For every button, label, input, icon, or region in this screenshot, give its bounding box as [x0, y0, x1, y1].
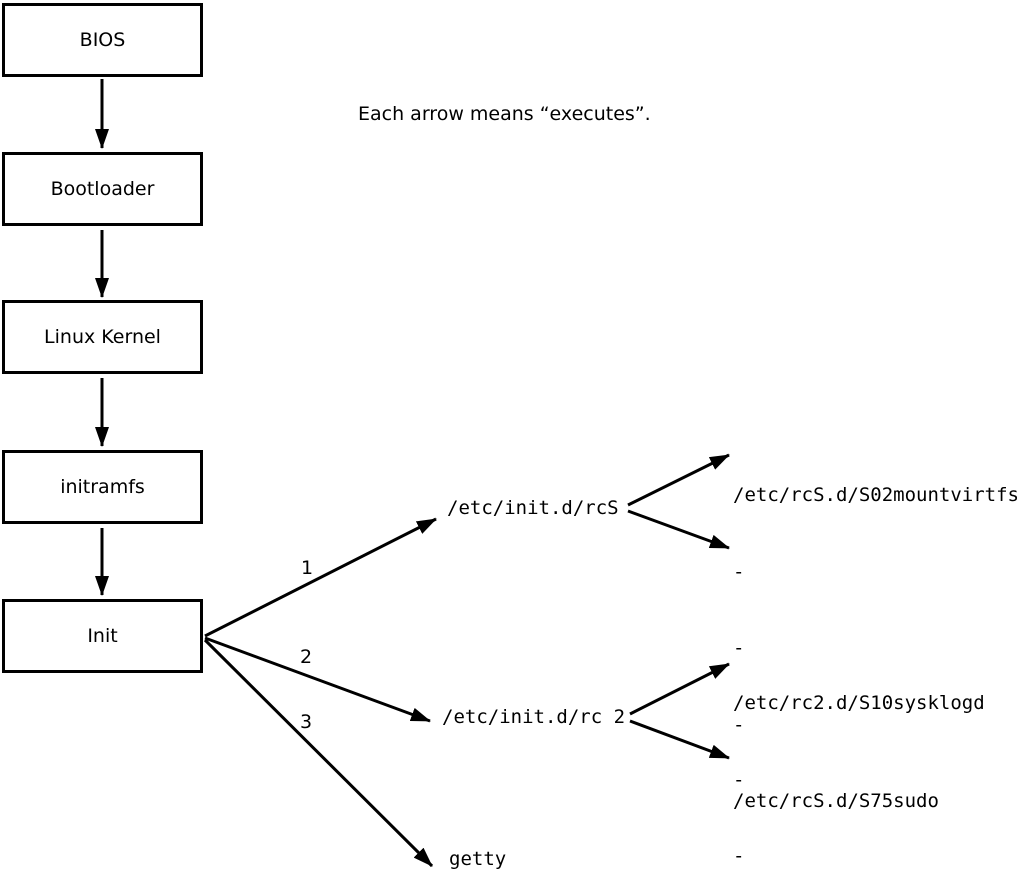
box-init: Init: [2, 599, 203, 673]
branch-3-target: getty: [449, 848, 507, 870]
arrow-rc2-to-s99gdm: [629, 719, 730, 760]
rcs-child-ellipsis: -: [733, 560, 745, 583]
rc2-child-ellipsis: -: [733, 768, 745, 791]
branch-1-number: 1: [300, 557, 314, 579]
rc2-child-ellipsis: -: [733, 845, 745, 867]
branch-1-target: /etc/init.d/rcS: [447, 497, 619, 519]
rcs-child-ellipsis: -: [733, 713, 745, 736]
branch-3-number: 3: [299, 711, 313, 733]
box-linux-kernel: Linux Kernel: [2, 300, 203, 374]
arrow-rc2-to-s10sysklogd: [629, 662, 730, 716]
arrow-init-to-rcs: [204, 517, 437, 638]
box-bios: BIOS: [2, 3, 203, 77]
arrow-rcs-to-s75sudo: [627, 509, 730, 550]
rcs-children-list: /etc/rcS.d/S02mountvirtfs - - - /etc/rcS…: [733, 432, 1019, 866]
box-bootloader: Bootloader: [2, 152, 203, 226]
rcs-child-ellipsis: -: [733, 637, 745, 659]
box-initramfs-label: initramfs: [60, 476, 145, 498]
arrow-init-to-rc2: [204, 636, 431, 723]
rc2-child-script: /etc/rc2.d/S10sysklogd: [733, 692, 985, 714]
branch-2-number: 2: [299, 646, 313, 668]
box-init-label: Init: [87, 625, 118, 647]
legend-note: Each arrow means “executes”.: [358, 103, 651, 125]
box-bios-label: BIOS: [79, 29, 126, 51]
box-initramfs: initramfs: [2, 450, 203, 524]
arrow-rcs-to-s02mountvirtfs: [627, 453, 730, 507]
rcs-child-script: /etc/rcS.d/S75sudo: [733, 790, 939, 812]
arrow-init-to-getty: [203, 638, 434, 868]
branch-2-target: /etc/init.d/rc 2: [442, 706, 626, 728]
rcs-child-script: /etc/rcS.d/S02mountvirtfs: [733, 484, 1019, 506]
box-bootloader-label: Bootloader: [50, 178, 155, 200]
rc2-children-list: /etc/rc2.d/S10sysklogd - - - /etc/rc2.d/…: [733, 640, 985, 875]
box-linux-kernel-label: Linux Kernel: [44, 326, 161, 348]
